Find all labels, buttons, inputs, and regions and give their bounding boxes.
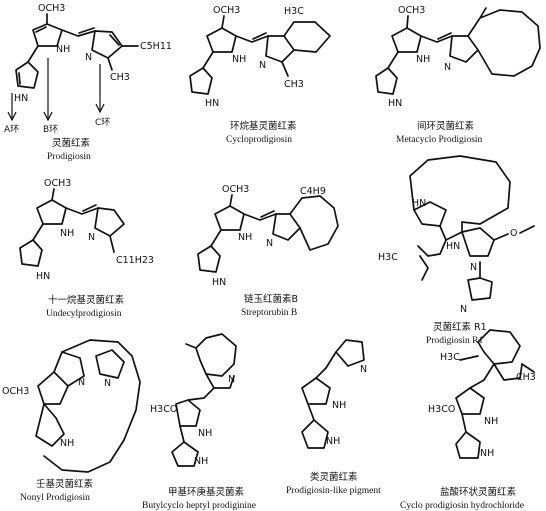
caption-cn: 盐酸环状灵菌红素: [440, 486, 517, 498]
structure-nonyl-prodigiosin: N N OCH3 NH 壬基灵菌红素 Nonyl Prodigiosin: [2, 339, 141, 503]
undecyl-label: C11H23: [116, 255, 154, 266]
r1-methoxy-label: O: [510, 228, 517, 239]
caption-en: Nonyl Prodigiosin: [20, 493, 90, 503]
caption-en: Prodigiosin R1: [426, 336, 484, 346]
pentyl-label: C5H11: [140, 41, 172, 52]
methyl-label: H3C: [284, 6, 304, 17]
structure-undecylprodigiosin: OCH3 NH N C11H23 HN 十一烷基灵菌红素 Undecylprod…: [19, 178, 154, 319]
caption-cn: 灵菌红素 R1: [433, 321, 487, 333]
hn-label: HN: [388, 98, 402, 109]
bcp-nh-label: NH: [198, 428, 212, 439]
methoxy-label: OCH3: [398, 5, 425, 16]
hn-label: HN: [14, 93, 28, 104]
r1-n-label: N: [470, 262, 477, 273]
ring-a-label: A环: [4, 124, 19, 135]
caption-en: Prodigiosin-like pigment: [286, 486, 381, 496]
ring-c-label: C环: [95, 117, 110, 128]
n-label: N: [444, 62, 451, 73]
r1-isopropyl-label: H3C: [378, 252, 398, 263]
n-label: N: [259, 60, 266, 71]
structure-prodigiosin-r1: HN N O H3C HN N 灵菌红素 R1 Prodigiosin R1: [378, 155, 535, 346]
hcl-bottom-nh-label: NH: [480, 448, 494, 459]
caption-cn: 环烷基灵菌红素: [230, 120, 297, 132]
bcp-n-label: N: [228, 374, 235, 385]
caption-cn: 壬基灵菌红素: [36, 478, 94, 490]
hcl-methoxy-label: H3CO: [428, 404, 455, 415]
methyl-label: CH3: [110, 72, 130, 83]
caption-en: Undecylprodigiosin: [46, 309, 122, 319]
methoxy-label: OCH3: [38, 3, 65, 14]
n-label: N: [266, 238, 273, 249]
pl-n-label: N: [360, 364, 367, 375]
caption-en: Butylcyclo heptyl prodiginine: [142, 501, 256, 511]
caption-en: Prodigiosin: [47, 152, 91, 162]
nh-label: NH: [60, 228, 74, 239]
hcl-methyl-label: H3C: [440, 352, 460, 363]
caption-en: Streptorubin B: [241, 308, 297, 318]
nonyl-nh-label: NH: [60, 438, 74, 449]
methoxy-label: OCH3: [44, 178, 71, 189]
caption-cn: 链玉红菌素B: [244, 293, 298, 305]
caption-cn: 甲基环庚基灵菌素: [168, 486, 245, 498]
hn-label: HN: [205, 98, 219, 109]
r1-nh-label: HN: [446, 241, 460, 252]
bcp-bottom-nh-label: NH: [194, 456, 208, 467]
hcl-nh-label: NH: [484, 416, 498, 427]
bcp-methoxy-label: H3CO: [150, 404, 177, 415]
caption-en: Cycloprodigiosin: [226, 135, 292, 145]
r1-bottom-n-label: N: [460, 304, 467, 315]
nonyl-n-label: N: [78, 377, 85, 388]
nh-label: NH: [232, 54, 246, 65]
caption-cn: 灵菌红素: [52, 137, 91, 149]
structure-streptorubin-b: OCH3 NH N C4H9 HN 链玉红菌素B Streptorubin B: [197, 184, 339, 318]
nonyl-methoxy-label: OCH3: [2, 386, 29, 397]
nh-label: NH: [56, 44, 70, 55]
pl-nh-label: NH: [332, 400, 346, 411]
structure-prodigiosin: OCH3 NH N C5H11 CH3 HN A环 B环 C环 灵菌红素 Pro…: [4, 3, 172, 162]
structure-butylcyclo-heptyl-prodiginine: N H3CO NH NH 甲基环庚基灵菌素 Butylcyclo heptyl …: [142, 333, 256, 511]
hcl-methyl2-label: CH3: [516, 372, 536, 383]
nonyl-hn-label: N: [104, 378, 111, 389]
n-label: N: [85, 52, 92, 63]
caption-cn: 类灵菌红素: [310, 471, 358, 483]
caption-cn: 十一烷基灵菌红素: [48, 294, 125, 306]
nh-label: NH: [416, 54, 430, 65]
methyl2-label: CH3: [284, 79, 304, 90]
structure-metacyclo-prodigiosin: OCH3 NH N HN 间环灵菌红素 Metacyclo Prodigiosi…: [375, 5, 541, 145]
structure-prodigiosin-like-pigment: N NH NH 类灵菌红素 Prodigiosin-like pigment: [286, 339, 381, 496]
methoxy-label: OCH3: [213, 5, 240, 16]
hn-label: HN: [212, 277, 226, 288]
ring-b-label: B环: [43, 124, 58, 135]
caption-cn: 间环灵菌红素: [417, 120, 475, 132]
structure-cycloprodigiosin: OCH3 NH N H3C CH3 HN 环烷基灵菌红素 Cycloprodig…: [189, 5, 331, 145]
caption-en: Cyclo prodigiosin hydrochloride: [400, 501, 524, 511]
n-label: N: [88, 232, 95, 243]
nh-label: NH: [238, 232, 252, 243]
r1-hn-top-label: HN: [412, 198, 426, 209]
methoxy-label: OCH3: [222, 184, 249, 195]
structure-cyclo-prodigiosin-hydrochloride: H3C CH3 H3CO NH NH 盐酸环状灵菌红素 Cyclo prodig…: [400, 329, 536, 511]
butyl-label: C4H9: [300, 186, 326, 197]
hn-label: HN: [36, 271, 50, 282]
caption-en: Metacyclo Prodigiosin: [396, 135, 483, 145]
pl-bottom-nh-label: NH: [326, 436, 340, 447]
